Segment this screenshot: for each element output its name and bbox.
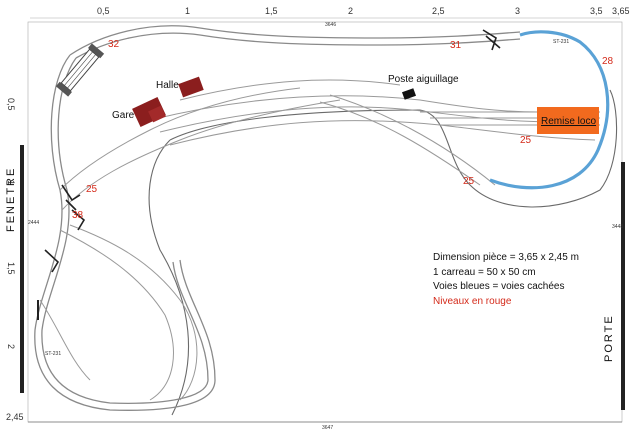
level-label: 25 xyxy=(520,135,532,146)
ruler-left-tick: 0,5 xyxy=(6,98,16,111)
window-wall xyxy=(20,145,24,393)
tunnel-portal-icon xyxy=(44,29,501,273)
scenery-edge-left xyxy=(148,139,190,416)
ruler-top-tick: 3,65 xyxy=(612,6,630,16)
level-label: 31 xyxy=(450,40,462,51)
ruler-top-tick: 2 xyxy=(348,6,353,16)
room-outline xyxy=(27,21,623,423)
track-code: ST-231 xyxy=(553,39,569,45)
ruler-top-tick: 3,5 xyxy=(590,6,603,16)
gare-label: Gare xyxy=(112,110,135,121)
signal-box-building xyxy=(401,88,417,100)
bridge xyxy=(55,43,105,97)
yard-tracks xyxy=(149,79,600,186)
ruler-top-tick: 3 xyxy=(515,6,520,16)
inner-tracks-left xyxy=(39,87,341,401)
remise-label: Remise loco xyxy=(541,116,596,127)
dim-right: 3448 xyxy=(612,224,623,230)
hidden-track xyxy=(489,30,610,190)
level-label: 25 xyxy=(463,176,475,187)
legend-scale: 1 carreau = 50 x 50 cm xyxy=(433,267,536,278)
ruler-top-tick: 1,5 xyxy=(265,6,278,16)
legend-dimension: Dimension pièce = 3,65 x 2,45 m xyxy=(433,252,579,263)
legend-hidden-tracks: Voies bleues = voies cachées xyxy=(433,281,564,292)
scenery-edge-right xyxy=(169,89,618,208)
halle-label: Halle xyxy=(156,80,179,91)
dim-bottom: 3647 xyxy=(322,425,333,431)
ruler-top-tick: 2,5 xyxy=(432,6,445,16)
ruler-top-tick: 0,5 xyxy=(97,6,110,16)
legend: Dimension pièce = 3,65 x 2,45 m 1 carrea… xyxy=(433,252,579,307)
remise-loco-building xyxy=(537,107,599,134)
halle-building xyxy=(178,76,204,98)
dim-top: 3646 xyxy=(325,22,336,28)
level-label: 38 xyxy=(72,210,84,221)
ruler-left-tick: 2,45 xyxy=(6,412,24,422)
ruler-top-tick: 1 xyxy=(185,6,190,16)
level-label: 28 xyxy=(602,56,614,67)
track-code: ST-231 xyxy=(45,351,61,357)
ruler-left-tick: 1 xyxy=(6,180,16,185)
level-label: 32 xyxy=(108,39,120,50)
ruler-left: 0,5 1 1,5 2 2,45 xyxy=(6,98,24,422)
door-wall xyxy=(621,162,625,410)
legend-levels: Niveaux en rouge xyxy=(433,296,512,307)
poste-label: Poste aiguillage xyxy=(388,74,459,85)
gare-building xyxy=(132,97,166,127)
door-label: PORTE xyxy=(603,314,615,362)
level-label: 25 xyxy=(86,184,98,195)
ruler-top: 0,5 1 1,5 2 2,5 3 3,5 3,65 xyxy=(30,6,630,19)
window-label: FENETRE xyxy=(5,167,17,232)
ruler-left-tick: 1,5 xyxy=(6,262,16,275)
dim-left: 2444 xyxy=(28,220,39,226)
main-loop xyxy=(34,25,521,411)
ruler-left-tick: 2 xyxy=(6,344,16,349)
